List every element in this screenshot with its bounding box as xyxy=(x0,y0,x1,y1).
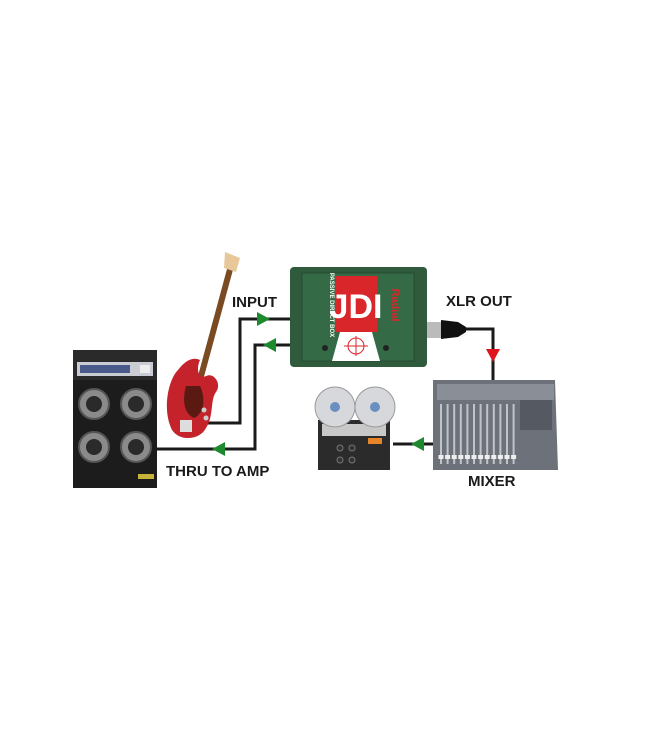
label-mixer: MIXER xyxy=(468,473,516,490)
mixer-channel-strip xyxy=(440,404,442,464)
mixer-channel-strip xyxy=(506,404,508,464)
xlr-connector xyxy=(427,320,466,339)
label-thru-to-amp: THRU TO AMP xyxy=(166,463,269,480)
mixer-fader-knob xyxy=(497,455,503,459)
mixer-fader-knob xyxy=(451,455,457,459)
cable-input xyxy=(208,317,290,425)
mixer-fader-knob xyxy=(471,455,477,459)
arrow-left-icon xyxy=(263,338,276,352)
mixer-channel-strip xyxy=(446,404,449,464)
mixer-fader-knob xyxy=(504,455,510,459)
jdi-direct-box: JDI PASSIVE DIRECT BOX Radial xyxy=(290,267,427,367)
di-logo: JDI xyxy=(330,288,383,326)
mixer-channel-strip xyxy=(466,404,469,464)
di-subtitle: PASSIVE DIRECT BOX xyxy=(328,273,334,337)
arrow-left-icon xyxy=(212,442,225,456)
arrow-right-icon xyxy=(257,312,270,326)
mixer-fader-knob xyxy=(491,455,497,459)
mixer-channel-strip xyxy=(512,404,515,464)
mixer-fader-knob xyxy=(445,455,451,459)
mixer-fader-knob xyxy=(511,455,517,459)
mixer-channel-strip xyxy=(453,404,456,464)
mixer-channel-strip xyxy=(473,404,475,464)
mixer-channel-strip xyxy=(486,404,489,464)
mixer-fader-knob xyxy=(464,455,470,459)
mixer-channel-strip xyxy=(492,404,495,464)
mixer-fader-knob xyxy=(484,455,490,459)
arrow-down-icon xyxy=(486,349,500,362)
arrow-left-icon xyxy=(411,437,424,451)
label-input: INPUT xyxy=(232,294,277,311)
di-brand: Radial xyxy=(389,288,401,321)
mixing-console xyxy=(433,380,558,470)
mixer-fader-knob xyxy=(458,455,464,459)
label-xlr-out: XLR OUT xyxy=(446,293,512,310)
bass-amp xyxy=(73,350,157,488)
reel-to-reel-recorder xyxy=(314,386,396,470)
mixer-fader-knob xyxy=(478,455,484,459)
mixer-fader-knob xyxy=(438,455,444,459)
cable-xlr xyxy=(462,327,495,380)
mixer-channel-strip xyxy=(479,404,482,464)
mixer-channel-strip xyxy=(459,404,462,464)
mixer-channel-strip xyxy=(499,404,502,464)
bass-guitar xyxy=(166,252,240,439)
